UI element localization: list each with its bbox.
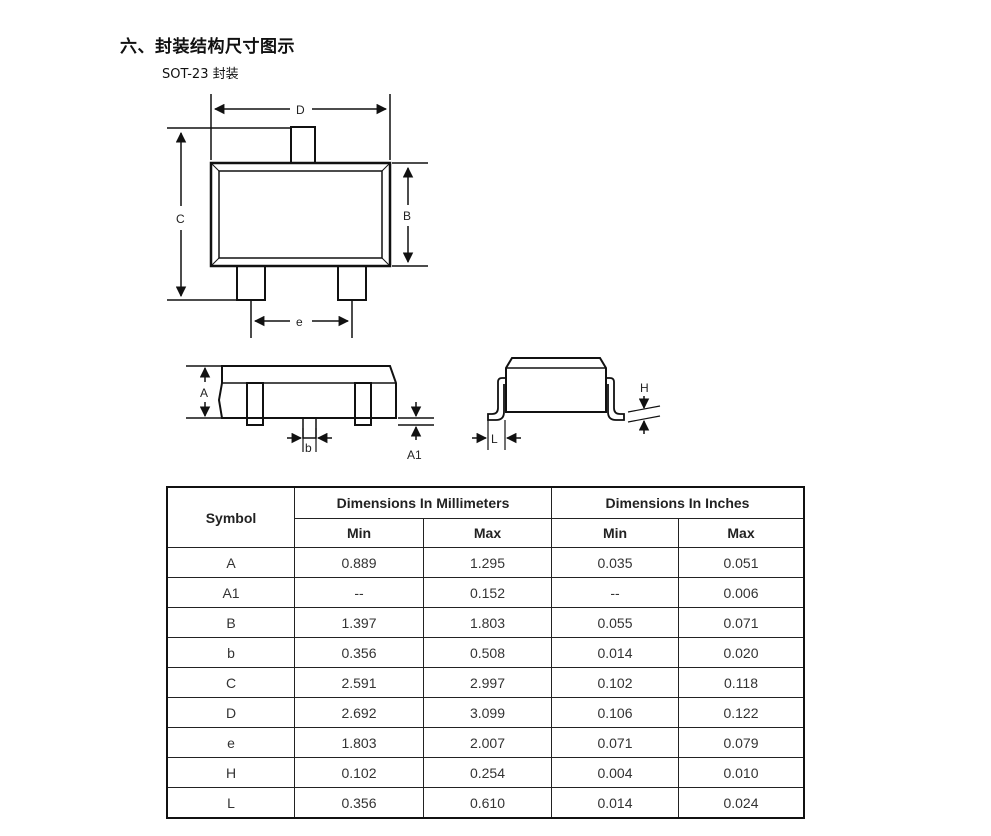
cell-mm-min: 1.397 [294, 607, 424, 638]
cell-in-max: 0.010 [678, 757, 805, 788]
table-row: H 0.102 0.254 0.004 0.010 [166, 757, 805, 788]
cell-mm-max: 0.610 [423, 787, 552, 819]
cell-in-max: 0.051 [678, 547, 805, 578]
symbol-header: Symbol [166, 486, 295, 548]
cell-mm-max: 0.254 [423, 757, 552, 788]
cell-mm-max: 2.007 [423, 727, 552, 758]
cell-symbol: C [166, 667, 295, 698]
cell-in-min: 0.014 [551, 787, 679, 819]
cell-mm-max: 0.152 [423, 577, 552, 608]
cell-mm-min: 0.356 [294, 787, 424, 819]
side-view [186, 365, 434, 452]
cell-symbol: e [166, 727, 295, 758]
table-row: e 1.803 2.007 0.071 0.079 [166, 727, 805, 758]
label-H: H [640, 381, 649, 395]
cell-mm-max: 1.295 [423, 547, 552, 578]
cell-mm-max: 2.997 [423, 667, 552, 698]
label-C: C [176, 212, 185, 226]
cell-symbol: A [166, 547, 295, 578]
table-row: B 1.397 1.803 0.055 0.071 [166, 607, 805, 638]
cell-in-min: 0.102 [551, 667, 679, 698]
table-row: D 2.692 3.099 0.106 0.122 [166, 697, 805, 728]
label-B: B [403, 209, 411, 223]
cell-mm-min: 1.803 [294, 727, 424, 758]
inch-header: Dimensions In Inches [551, 486, 805, 519]
cell-symbol: H [166, 757, 295, 788]
table-row: C 2.591 2.997 0.102 0.118 [166, 667, 805, 698]
label-e: e [296, 315, 303, 329]
cell-in-min: 0.055 [551, 607, 679, 638]
cell-in-min: 0.004 [551, 757, 679, 788]
cell-in-min: 0.071 [551, 727, 679, 758]
table-row: A1 -- 0.152 -- 0.006 [166, 577, 805, 608]
cell-symbol: b [166, 637, 295, 668]
label-b: b [305, 441, 312, 455]
package-drawing: D C B e A A1 b L H [167, 94, 661, 462]
cell-in-min: 0.014 [551, 637, 679, 668]
cell-in-min: 0.035 [551, 547, 679, 578]
cell-in-max: 0.118 [678, 667, 805, 698]
cell-mm-min: 2.692 [294, 697, 424, 728]
mm-header: Dimensions In Millimeters [294, 486, 552, 519]
label-D: D [296, 103, 305, 117]
cell-in-min: -- [551, 577, 679, 608]
mm-max-header: Max [423, 518, 552, 548]
label-A: A [200, 386, 208, 400]
cell-mm-max: 1.803 [423, 607, 552, 638]
cell-in-max: 0.122 [678, 697, 805, 728]
cell-symbol: B [166, 607, 295, 638]
table-row: L 0.356 0.610 0.014 0.024 [166, 787, 805, 819]
cell-in-max: 0.024 [678, 787, 805, 819]
top-view [167, 94, 428, 338]
in-max-header: Max [678, 518, 805, 548]
package-subheading: SOT-23 封装 [162, 67, 239, 82]
cell-mm-min: 0.102 [294, 757, 424, 788]
cell-in-max: 0.079 [678, 727, 805, 758]
cell-in-max: 0.020 [678, 637, 805, 668]
label-A1: A1 [407, 448, 422, 462]
section-heading: 六、封装结构尺寸图示 [120, 37, 295, 57]
in-min-header: Min [551, 518, 679, 548]
cell-mm-max: 3.099 [423, 697, 552, 728]
cell-mm-max: 0.508 [423, 637, 552, 668]
cell-mm-min: 0.889 [294, 547, 424, 578]
table-row: A 0.889 1.295 0.035 0.051 [166, 547, 805, 578]
cell-mm-min: 0.356 [294, 637, 424, 668]
cell-in-max: 0.071 [678, 607, 805, 638]
cell-symbol: L [166, 787, 295, 819]
cell-in-min: 0.106 [551, 697, 679, 728]
label-L: L [491, 432, 498, 446]
end-view [472, 357, 661, 450]
dimensions-table: Symbol Dimensions In Millimeters Dimensi… [166, 486, 805, 819]
mm-min-header: Min [294, 518, 424, 548]
cell-symbol: A1 [166, 577, 295, 608]
cell-mm-min: 2.591 [294, 667, 424, 698]
cell-mm-min: -- [294, 577, 424, 608]
table-row: b 0.356 0.508 0.014 0.020 [166, 637, 805, 668]
cell-in-max: 0.006 [678, 577, 805, 608]
cell-symbol: D [166, 697, 295, 728]
